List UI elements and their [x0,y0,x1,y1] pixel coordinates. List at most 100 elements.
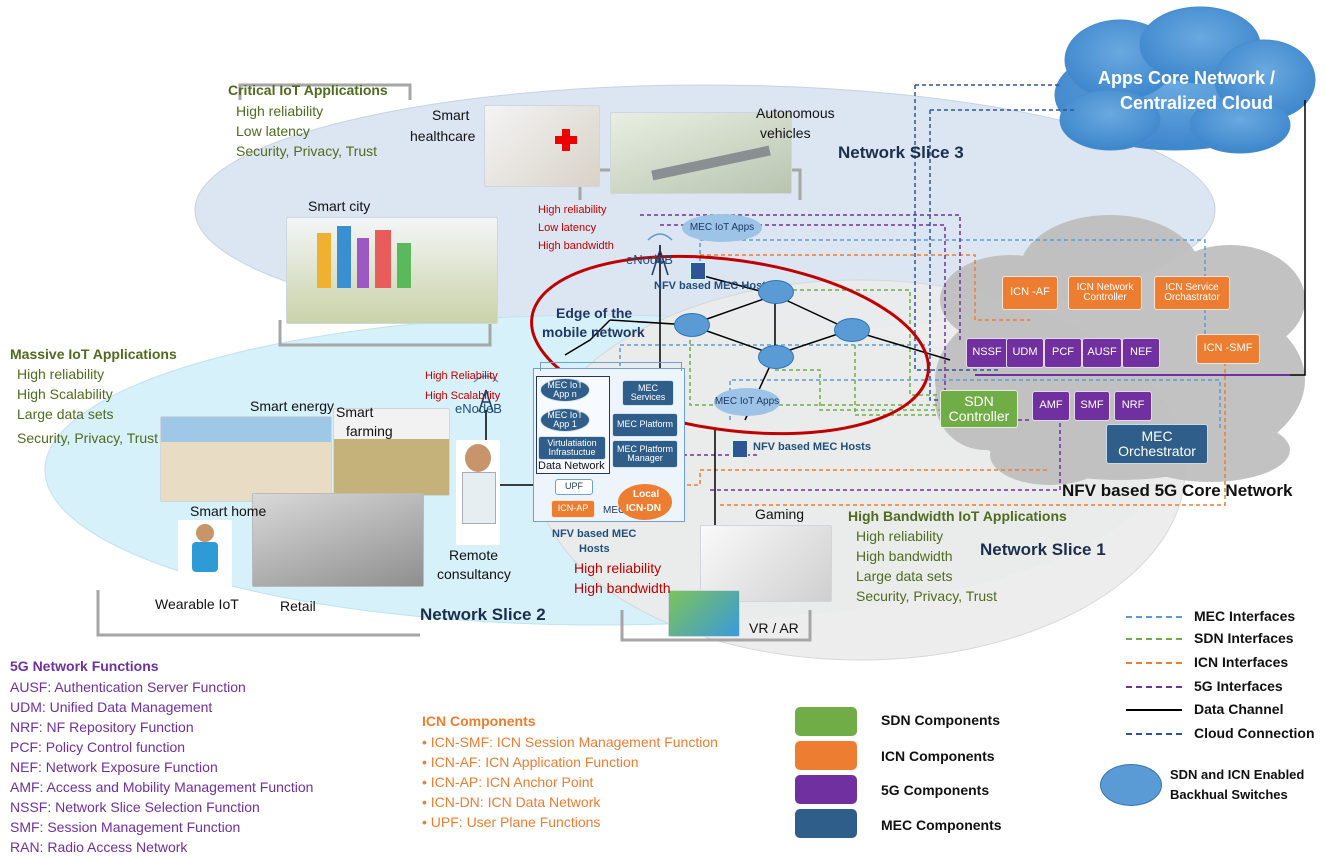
slice1-requirement: High reliability [574,560,662,576]
pcf-box: PCF [1044,338,1082,368]
slice3-requirement: High bandwidth [538,240,614,252]
icn-network-controller-box: ICN Network Controller [1068,276,1142,310]
critical-iot-item: Low latency [236,123,310,139]
nfv-mec-hosts-label: NFV based MEC Hosts [654,280,772,292]
smart-farming-image [333,408,450,496]
high-bandwidth-item: Security, Privacy, Trust [856,588,998,604]
critical-iot-item: Security, Privacy, Trust [236,143,378,159]
legend-switch-label: SDN and ICN Enabled [1170,767,1305,782]
nf-list-item: AMF: Access and Mobility Management Func… [10,779,314,795]
mec-server-icon [690,262,706,280]
gaming-label: Gaming [755,506,805,522]
critical-iot-item: High reliability [236,103,324,119]
slice2-requirement: High Reliability [425,370,498,382]
mec-iot-apps-middle: MEC IoT Apps [714,388,780,416]
legend-label: MEC Components [881,817,1002,833]
smart-healthcare-image [484,105,600,187]
amf-box: AMF [1032,391,1070,421]
legend-switch-label: Backhual Switches [1170,787,1288,802]
icn-service-orchestrator-box: ICN Service Orchastrator [1154,276,1230,310]
remote-consultancy-image [456,440,500,545]
massive-iot-item: High reliability [17,366,105,382]
wearable-iot-label: Wearable IoT [155,596,239,612]
smart-home-label: Smart home [190,503,267,519]
smart-farming-label: farming [346,423,393,439]
smart-healthcare-label: Smart [432,107,470,123]
legend-swatch-icn [795,741,857,770]
nf-list-item: UDM: Unified Data Management [10,699,213,715]
virtualization-infrastructure: Virtulatiation Infrastuctue [538,436,606,460]
nfv-mec-hosts-left-label: Hosts [579,543,610,555]
edge-network-boundary [530,254,930,436]
vr-ar-label: VR / AR [749,620,799,636]
nrf-box: NRF [1114,391,1152,421]
legend-line-cloud [1126,733,1182,735]
legend-swatch-mec [795,809,857,838]
legend-label: SDN Interfaces [1194,630,1294,646]
smart-home-image [160,416,332,502]
nfv-mec-hosts-left-label: NFV based MEC [552,528,637,540]
slice1-requirement: High bandwidth [574,580,671,596]
nf-list-item: AUSF: Authentication Server Function [10,679,246,695]
enodeb-label: eNodeB [455,401,502,416]
nf-list-item: RAN: Radio Access Network [10,839,188,855]
massive-iot-item: Security, Privacy, Trust [17,430,159,446]
massive-iot-title: Massive IoT Applications [10,346,177,362]
udm-box: UDM [1006,338,1044,368]
mec-iot-apps-top: MEC IoT Apps [682,214,762,242]
legend-label: SDN Components [881,712,1000,728]
network-slice-3-label: Network Slice 3 [838,143,964,162]
nef-box: NEF [1122,338,1160,368]
nf-list-item: NRF: NF Repository Function [10,719,194,735]
apps-cloud-label-1: Apps Core Network / [1098,68,1276,88]
backhaul-switch-icon [834,318,870,342]
nf-list-item: SMF: Session Management Function [10,819,241,835]
legend-label: 5G Components [881,782,990,798]
legend-line-icn [1126,662,1182,664]
legend-label: Data Channel [1194,701,1284,717]
enodeb-label: eNodeB [626,252,673,267]
smart-energy-label: Smart energy [250,398,335,414]
icn-list-item: • ICN-DN: ICN Data Network [422,794,601,810]
icn-ap-box: ICN-AP [551,500,595,518]
autonomous-vehicles-label: Autonomous [756,105,835,121]
apps-cloud-shape [1054,6,1316,154]
icn-smf-box: ICN -SMF [1196,334,1260,364]
legend-label: Cloud Connection [1194,725,1315,741]
nssf-box: NSSF [966,338,1008,368]
slice3-requirement: Low latency [538,222,597,234]
legend-swatch-5g [795,775,857,804]
local-icn-dn-cloud [618,484,672,520]
massive-iot-item: Large data sets [17,406,114,422]
backhaul-switch-icon [758,345,794,369]
autonomous-vehicles-image [610,112,792,194]
legend-line-5g [1126,686,1182,688]
mec-platform: MEC Platform [612,413,678,437]
high-bandwidth-item: High reliability [856,528,944,544]
gaming-image [700,525,832,602]
slice2-requirement: High Scalability [425,390,501,402]
data-network-label: Data Network [538,460,605,472]
mec-server-icon [732,440,748,458]
vr-ar-image [668,590,740,637]
icn-list-item: • UPF: User Plane Functions [422,814,601,830]
slice3-requirement: High reliability [538,204,607,216]
mec-iot-app-n: MEC IoT App n [540,378,590,402]
smart-city-image [286,217,498,324]
remote-consultancy-label: consultancy [437,566,511,582]
ausf-box: AUSF [1082,338,1122,368]
sdn-controller-box: SDN Controller [940,390,1018,428]
high-bandwidth-item: High bandwidth [856,548,953,564]
backhaul-switch-icon [758,280,794,304]
smf-box: SMF [1074,391,1110,421]
edge-network-label: Edge of the [556,305,633,321]
mec-orchestrator-box: MEC Orchestrator [1106,424,1208,464]
icn-af-box: ICN -AF [1002,276,1058,310]
network-slice-1-label: Network Slice 1 [980,540,1106,559]
legend-line-data [1126,709,1182,711]
retail-label: Retail [280,598,316,614]
retail-image [252,493,424,587]
icn-list-title: ICN Components [422,713,536,729]
nf-list-item: NSSF: Network Slice Selection Function [10,799,260,815]
